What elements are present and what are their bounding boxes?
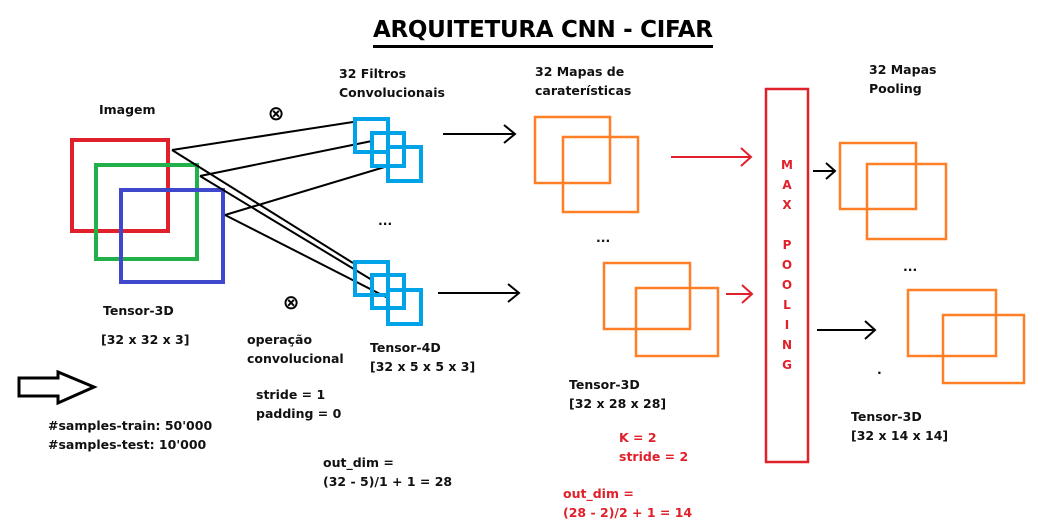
convolution-operator-icon: ⊗ — [282, 290, 300, 314]
feature-maps-label-line1: 32 Mapas de — [535, 64, 625, 79]
max-pooling-letter: M — [781, 158, 793, 172]
max-pooling-letter: L — [783, 298, 791, 312]
input-tensor-label: Tensor-3D — [103, 303, 174, 318]
max-pooling-letter: P — [782, 238, 792, 252]
pooling-stride: stride = 2 — [619, 449, 689, 464]
filters-label-line1: 32 Filtros — [339, 66, 407, 81]
pooling-k: K = 2 — [619, 430, 657, 445]
filters-tensor-shape: [32 x 5 x 5 x 3] — [370, 359, 476, 374]
filters-label-line2: Convolucionais — [339, 85, 445, 100]
max-pooling-letter: G — [782, 358, 792, 372]
feature-maps-bottom — [602, 261, 720, 358]
max-pooling-letter: O — [781, 278, 793, 292]
input-tensor-shape: [32 x 32 x 3] — [101, 332, 190, 347]
connection-lines — [171, 121, 389, 299]
input-arrow-icon — [17, 369, 98, 406]
max-pooling-letter: X — [782, 198, 792, 212]
input-channel-blue — [119, 188, 225, 284]
filter-group-bottom — [353, 260, 423, 326]
convolution-operator-icon: ⊗ — [267, 101, 285, 125]
pooling-maps-tensor-shape: [32 x 14 x 14] — [851, 428, 949, 443]
filter-group-top — [353, 117, 423, 183]
arrows-conv-output — [438, 124, 521, 303]
max-pooling-box — [764, 87, 810, 464]
pooling-maps-tensor-label: Tensor-3D — [851, 409, 922, 424]
feature-maps-tensor-label: Tensor-3D — [569, 377, 640, 392]
filters-tensor-label: Tensor-4D — [370, 340, 441, 355]
pooling-maps-dot: . — [877, 362, 882, 377]
arrows-to-pooling — [671, 147, 754, 304]
feature-maps-top — [533, 115, 640, 214]
feature-maps-label-line2: caraterísticas — [535, 83, 632, 98]
max-pooling-letter: N — [781, 338, 793, 352]
pooling-out-dim-line1: out_dim = — [563, 486, 634, 501]
convolution-out-dim-line1: out_dim = — [323, 455, 394, 470]
feature-maps-ellipsis: ... — [596, 230, 611, 245]
convolution-stride: stride = 1 — [256, 387, 326, 402]
samples-train: #samples-train: 50'000 — [48, 418, 213, 433]
pooling-maps-label-line1: 32 Mapas — [869, 62, 937, 77]
max-pooling-letter: O — [781, 258, 793, 272]
samples-test: #samples-test: 10'000 — [48, 437, 207, 452]
pooling-out-dim-line2: (28 - 2)/2 + 1 = 14 — [563, 505, 693, 520]
max-pooling-letter: I — [784, 318, 790, 332]
filters-ellipsis: ... — [378, 213, 393, 228]
pooling-maps-top — [838, 141, 948, 241]
arrows-pooling-output — [813, 162, 877, 340]
diagram-title: ARQUITETURA CNN - CIFAR — [373, 16, 713, 48]
pooling-maps-label-line2: Pooling — [869, 81, 922, 96]
pooling-maps-bottom — [906, 288, 1026, 385]
feature-maps-tensor-shape: [32 x 28 x 28] — [569, 396, 667, 411]
convolution-padding: padding = 0 — [256, 406, 342, 421]
convolution-op-line2: convolucional — [247, 351, 344, 366]
convolution-op-line1: operação — [247, 332, 313, 347]
input-channel-green — [94, 163, 199, 261]
pooling-maps-ellipsis: ... — [903, 259, 918, 274]
convolution-out-dim-line2: (32 - 5)/1 + 1 = 28 — [323, 474, 453, 489]
input-label: Imagem — [99, 102, 156, 117]
max-pooling-letter: A — [782, 178, 792, 192]
